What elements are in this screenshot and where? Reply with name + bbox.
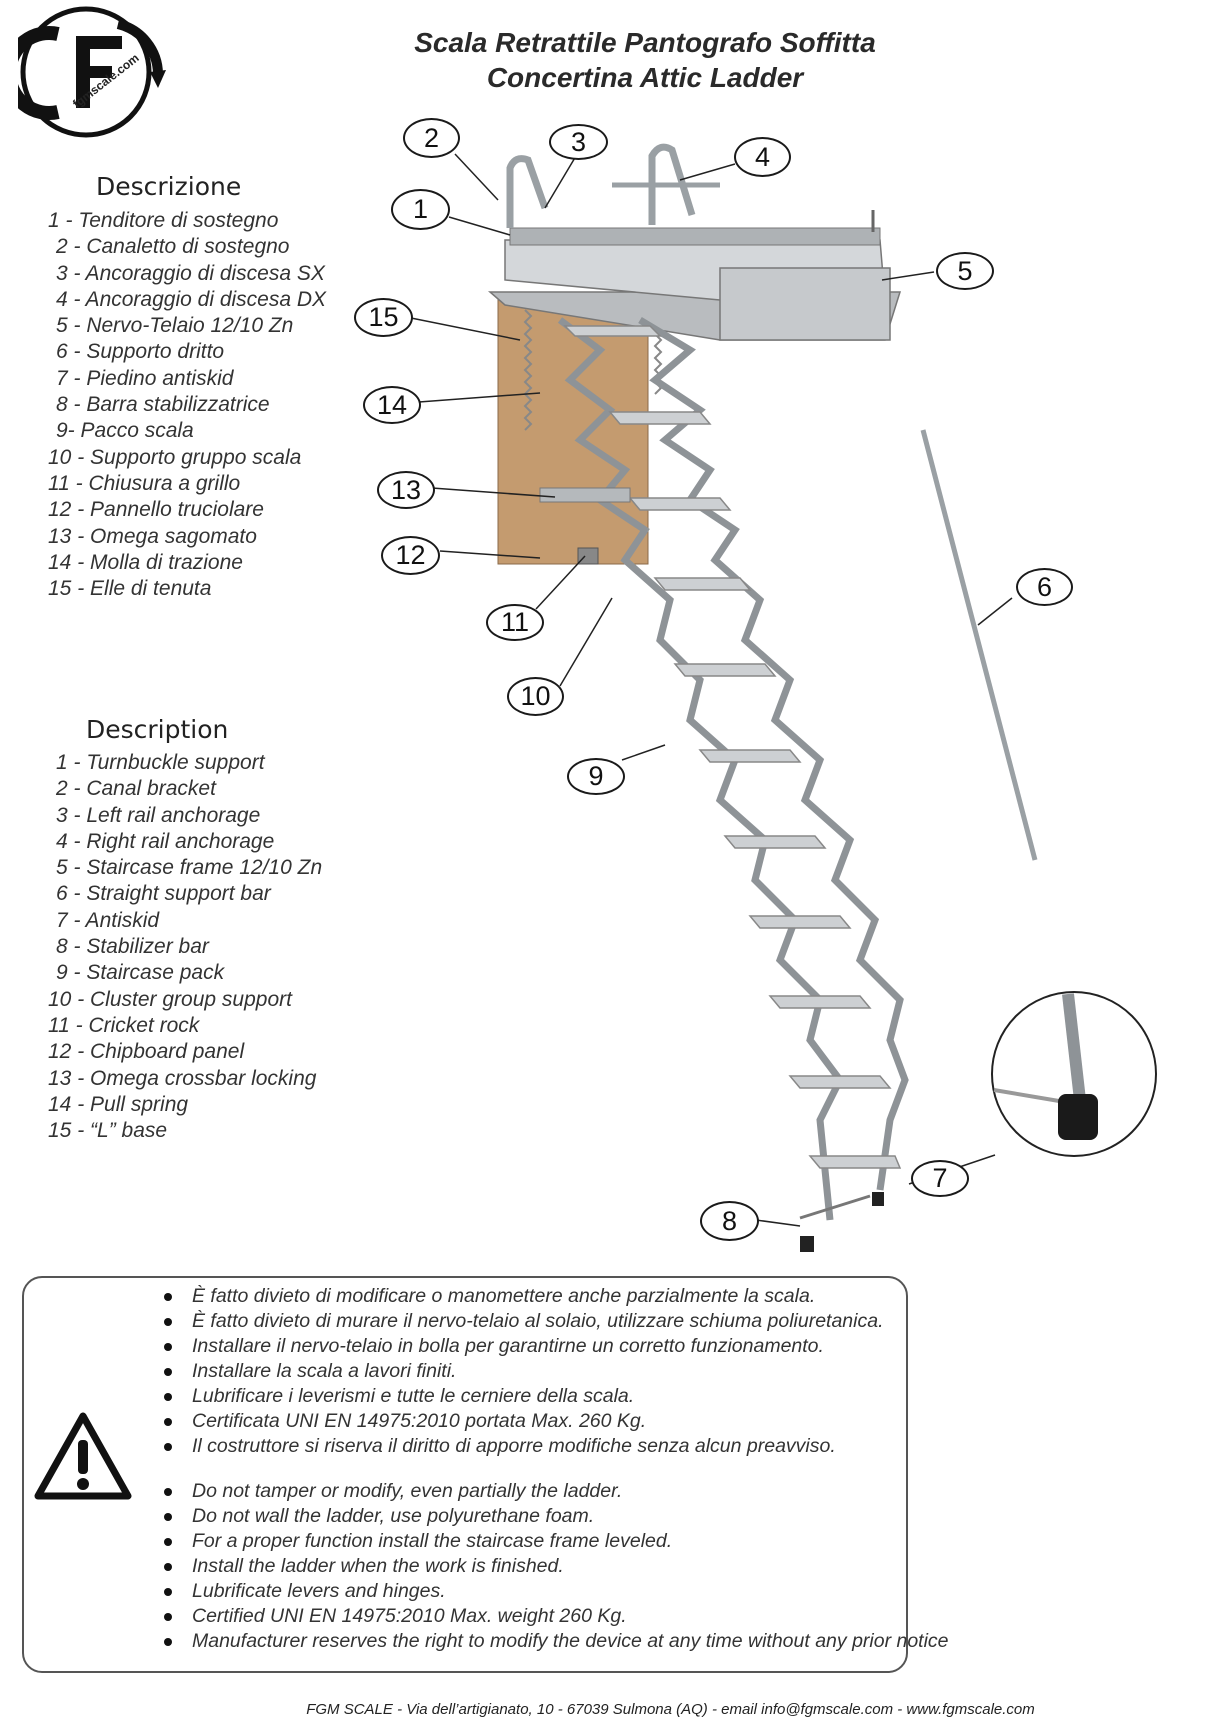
list-item: 11 - Cricket rock	[48, 1013, 200, 1037]
warning-box	[22, 1276, 908, 1673]
list-item: Il costruttore si riserva il diritto di …	[160, 1434, 884, 1459]
ladder-steps	[563, 325, 902, 1169]
cricket-rock	[577, 547, 599, 565]
callout-4: 4	[734, 137, 791, 177]
callout-9: 9	[567, 758, 625, 795]
list-item: 12 - Chipboard panel	[48, 1040, 245, 1064]
list-item: 3 - Ancoraggio di discesa SX	[56, 261, 325, 285]
list-item: Lubrificate levers and hinges.	[160, 1579, 949, 1604]
callout-3: 3	[549, 124, 608, 160]
list-item: 15 - Elle di tenuta	[48, 577, 212, 601]
stabilizer-bar	[799, 1194, 871, 1220]
callout-15: 15	[354, 298, 413, 337]
callout-12: 12	[381, 536, 440, 575]
omega-crossbar	[539, 487, 631, 503]
warning-triangle-icon	[34, 1410, 132, 1502]
english-parts-list: 1 - Turnbuckle support 2 - Canal bracket…	[48, 750, 322, 1144]
list-item: 5 - Nervo-Telaio 12/10 Zn	[56, 314, 294, 338]
callout-7: 7	[911, 1160, 969, 1197]
list-item: For a proper function install the stairc…	[160, 1529, 949, 1554]
list-item: È fatto divieto di modificare o manomett…	[160, 1284, 884, 1309]
list-item: 10 - Supporto gruppo scala	[48, 445, 302, 469]
list-item: Do not wall the ladder, use polyurethane…	[160, 1504, 949, 1529]
callout-14: 14	[363, 386, 421, 424]
list-item: 13 - Omega sagomato	[48, 524, 257, 548]
callout-1: 1	[391, 189, 450, 230]
callout-10: 10	[507, 677, 564, 716]
left-rail-anchorage	[506, 155, 549, 228]
list-item: 6 - Supporto dritto	[56, 340, 225, 364]
list-item: 14 - Molla di trazione	[48, 550, 243, 574]
callout-11: 11	[486, 604, 544, 641]
right-rail-anchorage	[648, 143, 696, 225]
italian-parts-list: 1 - Tenditore di sostegno 2 - Canaletto …	[48, 208, 326, 602]
list-item: 7 - Piedino antiskid	[56, 366, 234, 390]
title-italian: Scala Retrattile Pantografo Soffitta	[414, 27, 876, 58]
list-item: Lubrificare i leverismi e tutte le cerni…	[160, 1384, 884, 1409]
list-item: 3 - Left rail anchorage	[56, 803, 261, 827]
footer-contact: FGM SCALE - Via dell’artigianato, 10 - 6…	[306, 1701, 1035, 1718]
callout-8: 8	[700, 1201, 759, 1241]
list-item: 8 - Barra stabilizzatrice	[56, 393, 270, 417]
list-item: Do not tamper or modify, even partially …	[160, 1479, 949, 1504]
list-item: 1 - Tenditore di sostegno	[48, 209, 279, 232]
list-item: Certified UNI EN 14975:2010 Max. weight …	[160, 1604, 949, 1629]
list-item: Installare la scala a lavori finiti.	[160, 1359, 884, 1384]
callout-13: 13	[377, 471, 435, 509]
list-item: Certificata UNI EN 14975:2010 portata Ma…	[160, 1409, 884, 1434]
chipboard-panel	[497, 295, 649, 565]
list-item: 15 - “L” base	[48, 1119, 168, 1143]
list-item: 6 - Straight support bar	[56, 882, 271, 906]
list-item: 8 - Stabilizer bar	[56, 935, 209, 959]
warnings-english: Do not tamper or modify, even partially …	[160, 1479, 949, 1654]
list-item: 2 - Canal bracket	[56, 777, 216, 801]
callout-5: 5	[936, 252, 994, 290]
list-item: 12 - Pannello truciolare	[48, 498, 264, 522]
list-item: Installare il nervo-telaio in bolla per …	[160, 1334, 884, 1359]
list-item: 1 - Turnbuckle support	[56, 751, 265, 774]
list-item: 4 - Right rail anchorage	[56, 829, 275, 853]
callout-leader-lines	[410, 153, 1013, 1227]
english-heading: Description	[86, 715, 229, 744]
list-item: 9- Pacco scala	[56, 419, 194, 443]
straight-support-bar	[920, 429, 1038, 861]
title-english: Concertina Attic Ladder	[486, 62, 804, 93]
ladder-illustration	[410, 143, 1157, 1252]
list-item: 9 - Staircase pack	[56, 961, 225, 985]
list-item: 13 - Omega crossbar locking	[48, 1066, 317, 1090]
list-item: Manufacturer reserves the right to modif…	[160, 1629, 949, 1654]
list-item: Install the ladder when the work is fini…	[160, 1554, 949, 1579]
list-item: 5 - Staircase frame 12/10 Zn	[56, 856, 323, 880]
list-item: 2 - Canaletto di sostegno	[56, 235, 290, 259]
italian-heading: Descrizione	[96, 172, 242, 201]
list-item: 14 - Pull spring	[48, 1092, 189, 1116]
list-item: 10 - Cluster group support	[48, 987, 292, 1011]
callout-2: 2	[403, 118, 460, 158]
list-item: 4 - Ancoraggio di discesa DX	[56, 287, 327, 311]
list-item: 11 - Chiusura a grillo	[48, 471, 241, 495]
list-item: È fatto divieto di murare il nervo-telai…	[160, 1309, 884, 1334]
warnings-italian: È fatto divieto di modificare o manomett…	[160, 1284, 884, 1459]
callout-6: 6	[1016, 568, 1073, 606]
list-item: 7 - Antiskid	[56, 908, 160, 932]
pull-spring	[523, 309, 533, 431]
